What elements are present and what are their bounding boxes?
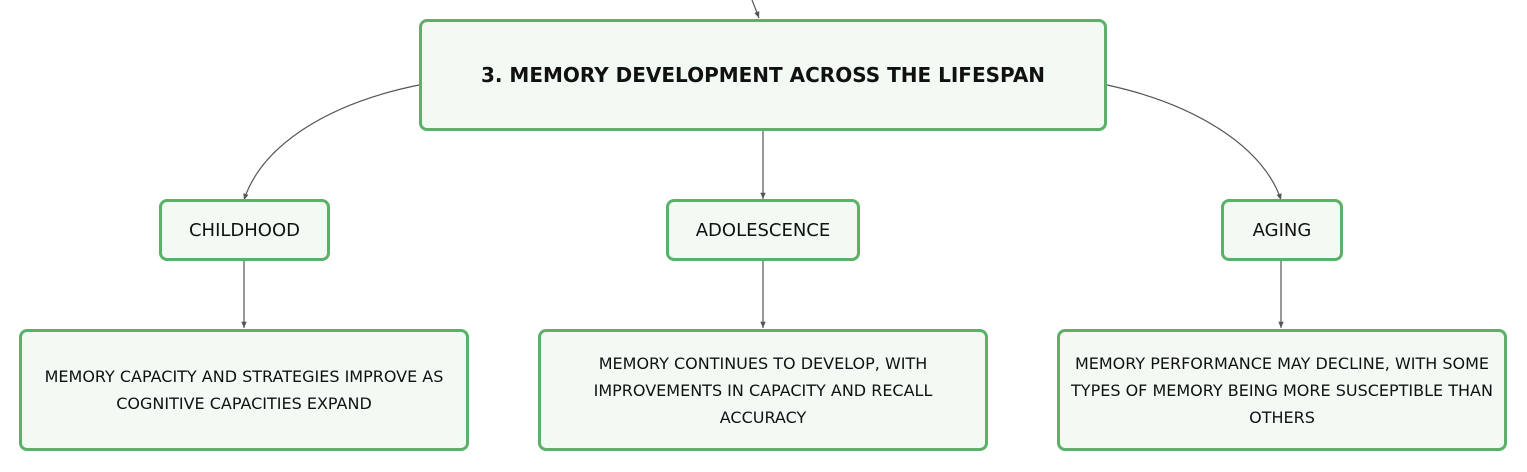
detail-text-adolescence: MEMORY CONTINUES TO DEVELOP, WITH IMPROV… [593,353,933,427]
root-node[interactable]: 3. MEMORY DEVELOPMENT ACROSS THE LIFESPA… [419,19,1107,131]
branch-label-aging: AGING [1252,219,1312,241]
connector-root-aging [1106,84,1282,201]
root-title: 3. MEMORY DEVELOPMENT ACROSS THE LIFESPA… [480,63,1046,87]
branch-node-adolescence[interactable]: ADOLESCENCE [666,199,860,261]
branch-node-childhood[interactable]: CHILDHOOD [159,199,330,261]
detail-text-childhood: MEMORY CAPACITY AND STRATEGIES IMPROVE A… [44,367,444,413]
branch-label-childhood: CHILDHOOD [188,219,301,241]
detail-node-childhood[interactable]: MEMORY CAPACITY AND STRATEGIES IMPROVE A… [19,329,469,451]
detail-node-adolescence[interactable]: MEMORY CONTINUES TO DEVELOP, WITH IMPROV… [538,329,988,451]
branch-node-aging[interactable]: AGING [1221,199,1343,261]
parent-connector [751,0,760,19]
connector-root-childhood [243,84,420,201]
detail-text-aging: MEMORY PERFORMANCE MAY DECLINE, WITH SOM… [1071,353,1493,427]
detail-node-aging[interactable]: MEMORY PERFORMANCE MAY DECLINE, WITH SOM… [1057,329,1507,451]
branch-label-adolescence: ADOLESCENCE [695,219,831,241]
